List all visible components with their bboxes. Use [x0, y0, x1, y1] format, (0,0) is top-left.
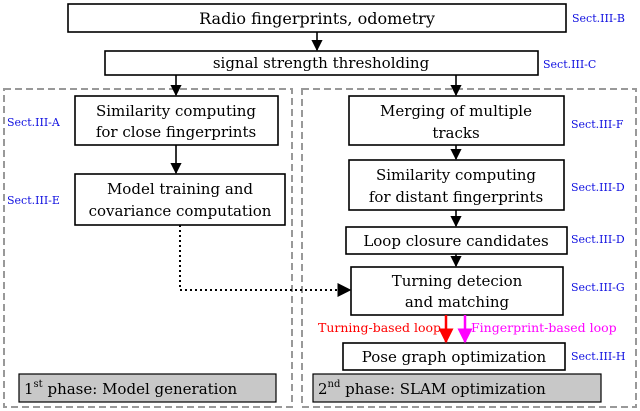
merging-label-2: tracks: [432, 124, 479, 142]
similarity-close-label-1: Similarity computing: [96, 102, 256, 120]
turning-detection-label-2: and matching: [405, 293, 510, 311]
phase1-label: 1st phase: Model generation: [24, 379, 237, 398]
section-ref-similarity-distant: Sect.III-D: [571, 181, 625, 194]
merging-box: [348, 95, 565, 146]
radio-fingerprints-label: Radio fingerprints, odometry: [199, 9, 435, 28]
section-ref-similarity-close: Sect.III-A: [7, 116, 61, 129]
model-training-box: [74, 173, 286, 226]
fingerprint-based-loop-label: Fingerprint-based loop: [471, 320, 617, 335]
similarity-close-box: [74, 95, 279, 146]
loop-closure-label: Loop closure candidates: [363, 232, 548, 250]
loop-closure-box: [345, 226, 568, 255]
section-ref-loop-closure: Sect.III-D: [571, 233, 625, 246]
pose-graph-label: Pose graph optimization: [362, 348, 547, 366]
section-ref-pose-graph: Sect.III-H: [571, 350, 625, 363]
section-ref-radio: Sect.III-B: [572, 12, 625, 25]
section-ref-merging: Sect.III-F: [571, 118, 624, 131]
phase1-label-bg: [18, 373, 277, 403]
phase2-container: [301, 88, 637, 408]
turning-detection-box: [350, 266, 564, 316]
pose-graph-box: [342, 342, 566, 371]
phase1-container: [3, 88, 293, 408]
merging-label-1: Merging of multiple: [380, 102, 532, 120]
arrow-model-to-turning-dotted: [179, 225, 352, 297]
section-ref-turning-detection: Sect.III-G: [571, 281, 625, 294]
model-training-label-1: Model training and: [107, 180, 253, 198]
similarity-distant-label-2: for distant fingerprints: [369, 188, 543, 206]
turning-based-loop-label: Turning-based loop: [318, 320, 441, 335]
radio-fingerprints-box: [67, 3, 567, 33]
similarity-close-label-2: for close fingerprints: [96, 123, 256, 141]
model-training-label-2: covariance computation: [89, 202, 272, 220]
turning-detection-label-1: Turning detecion: [392, 272, 523, 290]
similarity-distant-box: [348, 159, 565, 211]
section-ref-threshold: Sect.III-C: [543, 58, 596, 71]
phase2-label: 2nd phase: SLAM optimization: [318, 379, 546, 398]
phase2-label-bg: [312, 373, 602, 403]
threshold-label: signal strength thresholding: [213, 54, 430, 72]
similarity-distant-label-1: Similarity computing: [376, 166, 536, 184]
section-ref-model-training: Sect.III-E: [7, 194, 60, 207]
